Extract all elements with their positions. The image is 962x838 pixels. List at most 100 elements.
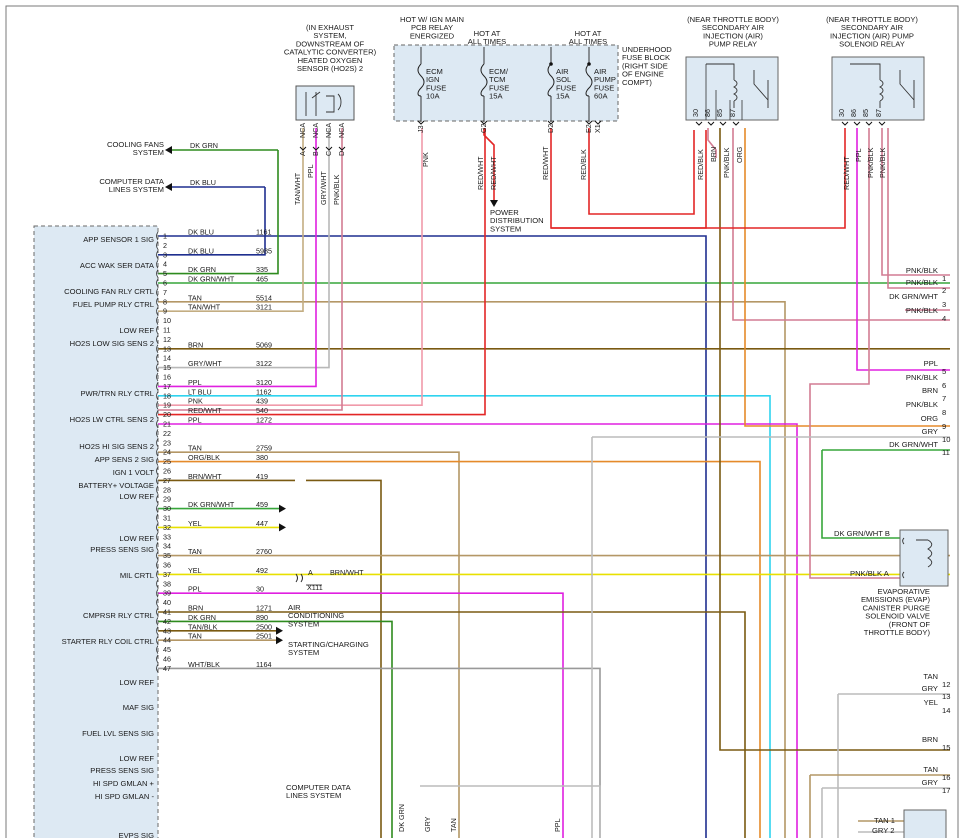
pin-letter: A bbox=[298, 151, 307, 156]
right-wire-label: GRY bbox=[922, 684, 938, 693]
ecm-signal-label: PRESS SENS SIG bbox=[90, 545, 154, 554]
pin-chevron-icon bbox=[547, 120, 555, 125]
pin-bracket bbox=[156, 466, 159, 476]
ecm-signal-label: LOW REF bbox=[119, 678, 154, 687]
relay-switch-icon bbox=[899, 70, 915, 108]
wire-color-label: YEL bbox=[188, 566, 202, 575]
pin-chevron-icon bbox=[732, 121, 740, 126]
pin-letter: D bbox=[337, 151, 346, 156]
pin-number: 15 bbox=[163, 363, 171, 372]
sensor-element-icon bbox=[305, 91, 342, 116]
pin-chevron-icon bbox=[594, 120, 602, 125]
right-wire-label: BRN bbox=[922, 735, 938, 744]
wire-color-label: DK GRN bbox=[188, 613, 216, 622]
circuit-number: 335 bbox=[256, 265, 268, 274]
wire-color-label: YEL bbox=[188, 519, 202, 528]
component-layer bbox=[33, 44, 949, 838]
pin-chevron-icon bbox=[312, 146, 320, 151]
relay-coil-icon bbox=[850, 63, 884, 108]
vertical-wire-label: RED/BLK bbox=[579, 149, 588, 180]
right-wire-label: TAN bbox=[923, 765, 938, 774]
wire-color-label: PNK bbox=[188, 397, 203, 406]
ecm-signal-label: EVPS SIG bbox=[119, 831, 155, 838]
ecm-signal-label: LOW REF bbox=[119, 754, 154, 763]
fuse-pin: X1 bbox=[593, 124, 602, 133]
pin-number: 16 bbox=[163, 373, 171, 382]
pin-bracket bbox=[156, 372, 159, 382]
pin-number: 14 bbox=[163, 354, 171, 363]
pin-bracket bbox=[156, 664, 159, 673]
ecm-signal-label: COOLING FAN RLY CRTL bbox=[64, 287, 154, 296]
pin-bracket bbox=[156, 447, 159, 457]
pin-bracket bbox=[156, 457, 159, 466]
ecm-wire bbox=[158, 460, 761, 838]
right-wire-number: 8 bbox=[942, 408, 946, 417]
wire-color-label: RED/WHT bbox=[188, 406, 222, 415]
wire-color-label: PPL bbox=[188, 585, 202, 594]
vertical-wire-label: PNK/BLK bbox=[878, 147, 887, 178]
pin-number: 3 bbox=[163, 250, 167, 259]
ecm-wire bbox=[158, 395, 771, 838]
pin-bracket bbox=[156, 344, 159, 354]
wire-color-label: BRN/WHT bbox=[188, 472, 222, 481]
air-solenoid-relay bbox=[831, 56, 925, 121]
pin-bracket bbox=[156, 541, 159, 551]
pin-bracket bbox=[156, 570, 159, 579]
pin-bracket bbox=[156, 626, 159, 636]
pin-number: 20 bbox=[163, 410, 171, 419]
pin-number: 6 bbox=[163, 279, 167, 288]
relay-pin: 86 bbox=[703, 109, 712, 117]
vertical-wire-label: TAN/WHT bbox=[293, 172, 302, 205]
right-wire-label: PNK/BLK bbox=[906, 306, 938, 315]
pin-number: 45 bbox=[163, 645, 171, 654]
pin-bracket bbox=[156, 382, 159, 391]
splice-dot bbox=[549, 62, 553, 66]
vertical-wire-label: RED/WHT bbox=[489, 156, 498, 190]
right-wire-number: 3 bbox=[942, 300, 946, 309]
pin-bracket bbox=[156, 560, 159, 570]
relay-pin: 85 bbox=[715, 109, 724, 117]
pin-bracket bbox=[156, 410, 159, 419]
pin-chevron-icon bbox=[325, 146, 333, 151]
right-wire-number: 7 bbox=[942, 394, 946, 403]
arrow-right-icon bbox=[276, 636, 283, 645]
pin-chevron-icon bbox=[878, 121, 886, 126]
right-wire-label: PPL bbox=[924, 359, 938, 368]
circuit-number: 3121 bbox=[256, 303, 272, 312]
right-wire-number: 10 bbox=[942, 435, 950, 444]
ecm-signal-label: HO2S LW CTRL SENS 2 bbox=[70, 415, 154, 424]
ecm-signal-label: APP SENSOR 1 SIG bbox=[83, 235, 154, 244]
pin-chevron-icon bbox=[417, 120, 425, 125]
diagram-frame bbox=[5, 5, 959, 838]
pin-chevron-icon bbox=[299, 146, 307, 151]
right-wire-label: DK GRN/WHT bbox=[889, 440, 938, 449]
pin-bracket bbox=[156, 278, 159, 288]
ecm-signal-label: BATTERY+ VOLTAGE bbox=[78, 481, 154, 490]
relay-86-stub bbox=[707, 128, 717, 158]
vertical-wire-label: GRY/WHT bbox=[319, 171, 328, 205]
pin-bracket bbox=[156, 288, 159, 297]
circuit-number: 419 bbox=[256, 472, 268, 481]
pin-number: 30 bbox=[163, 504, 171, 513]
relay-pin: 30 bbox=[691, 109, 700, 117]
pin-bracket bbox=[156, 532, 159, 542]
fuse-pin: E2 bbox=[584, 124, 593, 133]
wire-color-label: LT BLU bbox=[188, 387, 212, 396]
wire-color-label: TAN bbox=[188, 547, 202, 556]
relay-switch-icon bbox=[753, 70, 769, 108]
connector-ref: X111 bbox=[307, 583, 323, 592]
pin-bracket bbox=[156, 645, 159, 654]
wire-color-label: TAN bbox=[188, 444, 202, 453]
sol-relay-86-wire bbox=[856, 128, 950, 371]
pin-bracket bbox=[156, 250, 159, 260]
sol-relay-87b-wire bbox=[887, 128, 950, 289]
relay-pin: 87 bbox=[728, 109, 737, 117]
right-wire-number: 2 bbox=[942, 286, 946, 295]
vertical-wire-label: PNK/BLK bbox=[866, 147, 875, 178]
right-wire-label: DK GRN/WHT bbox=[889, 292, 938, 301]
pin-number: 43 bbox=[163, 626, 171, 635]
circuit-number: 492 bbox=[256, 566, 268, 575]
wire-color-label: PPL bbox=[188, 416, 202, 425]
